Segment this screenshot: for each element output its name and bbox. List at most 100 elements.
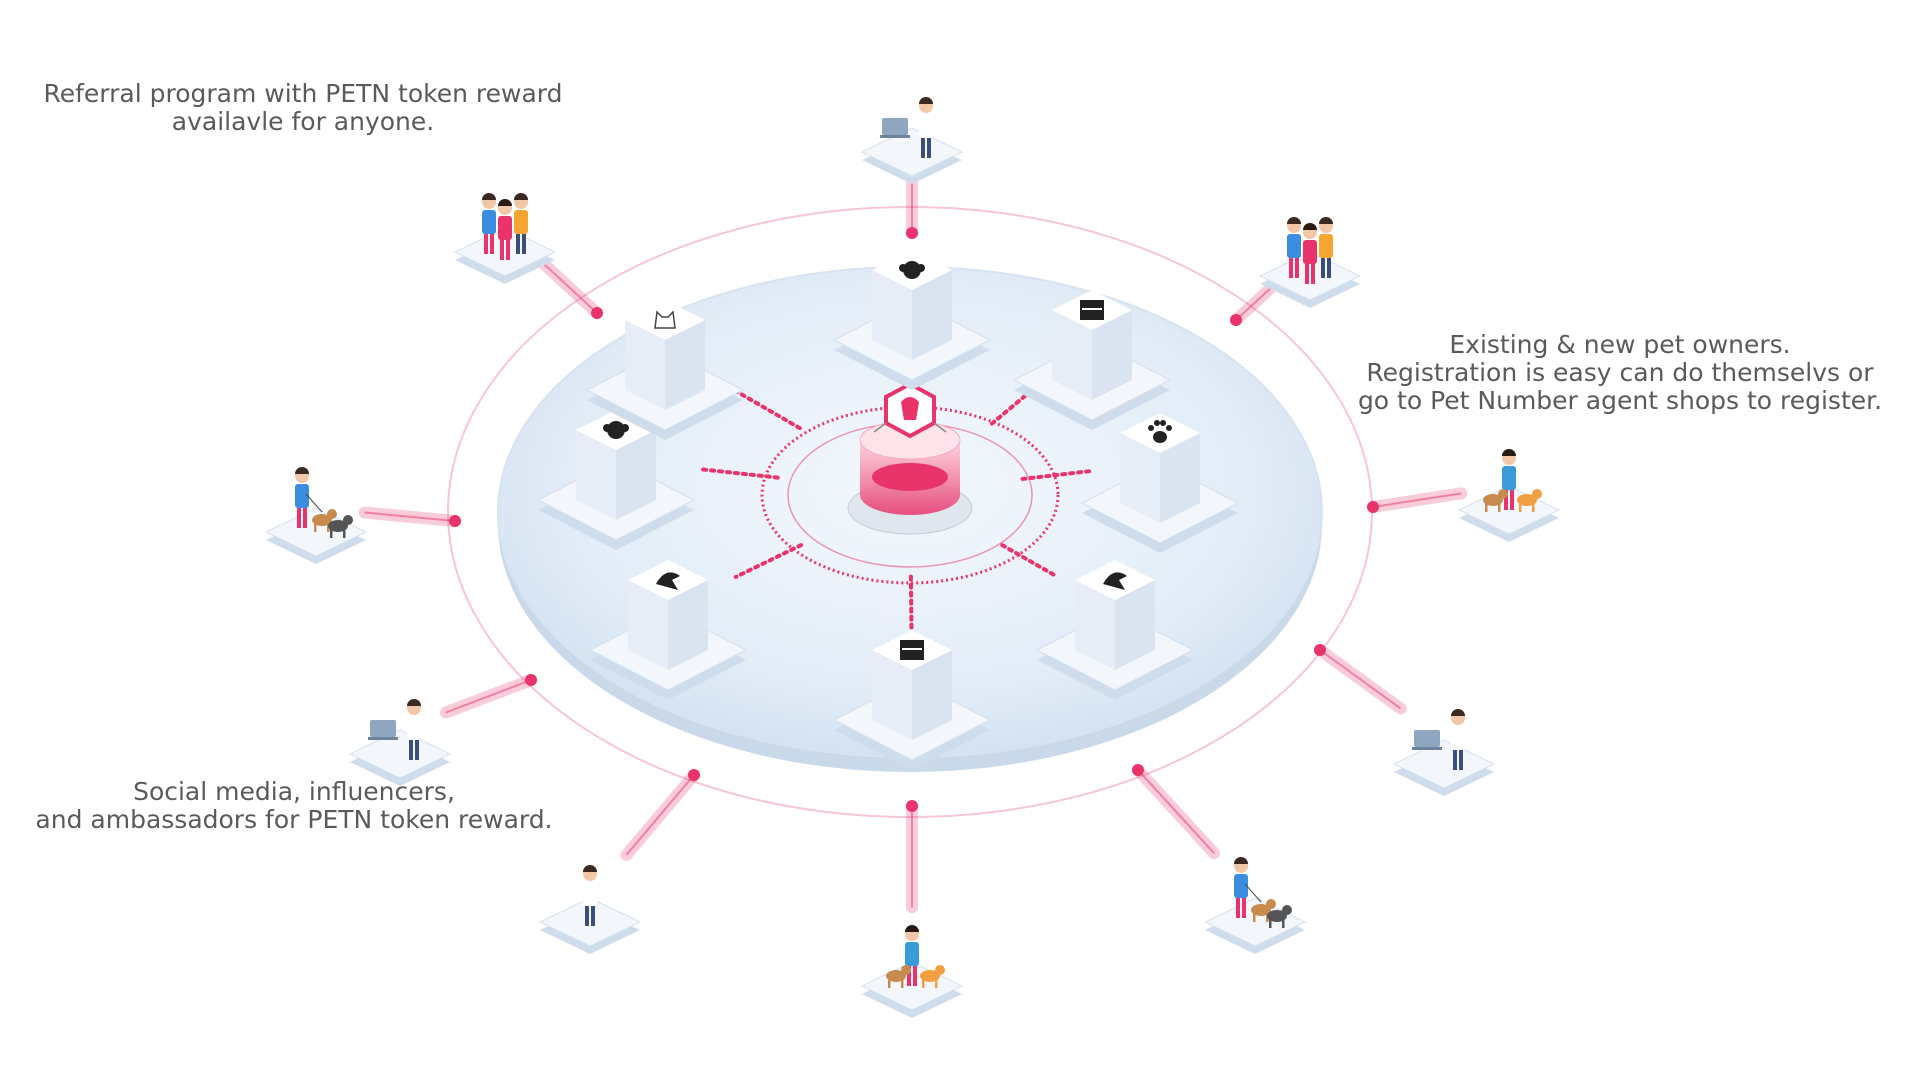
- cat-icon: [654, 310, 676, 329]
- fish-icon: [656, 572, 680, 590]
- spoke-line: [364, 511, 456, 522]
- person-hair: [1303, 223, 1317, 230]
- dog-leg: [343, 529, 346, 538]
- dog-leg: [314, 523, 317, 532]
- dog-leg: [922, 979, 925, 988]
- person-leg: [1459, 748, 1463, 770]
- inner-cube: [536, 410, 696, 550]
- spoke-line: [445, 679, 532, 714]
- person-leg: [1327, 256, 1331, 278]
- dog-head: [935, 965, 945, 975]
- person-torso: [905, 942, 919, 966]
- ring-node-dot: [1230, 314, 1242, 326]
- spoke-line: [1137, 769, 1215, 854]
- cube-icon: [900, 640, 924, 660]
- tile-plate: [1258, 251, 1362, 301]
- cube-right-face: [616, 430, 656, 520]
- woman-with-pets: [1483, 449, 1542, 512]
- ring-node-dot: [525, 674, 537, 686]
- dog-head: [1498, 489, 1508, 499]
- person-torso: [1319, 234, 1333, 258]
- cube-icon: [603, 421, 629, 439]
- cube-left-face: [628, 580, 668, 670]
- inner-connector: [1020, 469, 1092, 481]
- tile-plate: [453, 227, 557, 277]
- person-leg: [1242, 896, 1246, 918]
- ring-node-dot: [1367, 501, 1379, 513]
- spoke-line: [1372, 492, 1462, 508]
- person-with-laptop: [368, 699, 421, 760]
- cube-icon: [1103, 572, 1127, 590]
- ring-node-dot: [1132, 764, 1144, 776]
- tile-plate: [860, 127, 964, 177]
- cube-right-face: [1160, 433, 1200, 523]
- dog-head: [1532, 489, 1542, 499]
- family-group: [482, 193, 528, 260]
- caption-referral: Referral program with PETN token reward …: [18, 80, 588, 136]
- person-hair: [407, 699, 421, 706]
- inner-cube: [1080, 413, 1240, 553]
- person-torso: [407, 716, 421, 740]
- person-hair: [498, 199, 512, 206]
- person-leg: [409, 738, 413, 760]
- person-hair: [1287, 217, 1301, 224]
- cube-left-face: [1075, 580, 1115, 670]
- outer-tiles: [264, 97, 1561, 1018]
- cube-left-face: [872, 270, 912, 360]
- person-leg: [907, 964, 911, 986]
- caption-social-media: Social media, influencers, and ambassado…: [4, 778, 584, 834]
- caption-referral-line-2: availavle for anyone.: [171, 107, 435, 136]
- tile-plate: [1457, 485, 1561, 535]
- laptop-icon: [1414, 730, 1440, 747]
- person-leg: [913, 964, 917, 986]
- person-with-laptop: [880, 97, 933, 158]
- cube-icon: [656, 572, 680, 590]
- outer-tile: [264, 467, 368, 564]
- laptop-base: [880, 135, 910, 138]
- person-leg: [921, 136, 925, 158]
- cube-left-face: [872, 650, 912, 740]
- cube-left-face: [576, 430, 616, 520]
- dog-leg: [935, 979, 938, 988]
- person-leg: [927, 136, 931, 158]
- outer-tile: [860, 97, 964, 184]
- man-standing: [583, 865, 597, 926]
- spoke-line: [1319, 649, 1402, 710]
- person-leg: [506, 238, 510, 260]
- inner-cube: [585, 300, 745, 440]
- laptop-icon: [370, 720, 396, 737]
- inner-cube: [1035, 560, 1195, 700]
- family-group: [1287, 217, 1333, 284]
- outer-tile: [453, 193, 557, 284]
- outer-spokes: [358, 158, 1468, 914]
- dog-leg: [1485, 503, 1488, 512]
- person-leg: [297, 506, 301, 528]
- person-leg: [1504, 488, 1508, 510]
- person-leg: [1321, 256, 1325, 278]
- person-torso: [1303, 240, 1317, 264]
- logo-circuit-line: [933, 422, 947, 433]
- cube-right-face: [1115, 580, 1155, 670]
- tile-plate: [348, 729, 452, 779]
- person-hair: [295, 467, 309, 474]
- pet-number-logo-icon: [873, 381, 947, 439]
- person-hair: [919, 97, 933, 104]
- dog-leg: [1253, 913, 1256, 922]
- tile-plate: [860, 961, 964, 1011]
- person-hair: [583, 865, 597, 872]
- cube-icon: [1080, 300, 1104, 320]
- woman-with-pets: [886, 925, 945, 988]
- person-hair: [1451, 709, 1465, 716]
- dog-leg: [1269, 919, 1272, 928]
- dog-leg: [1532, 503, 1535, 512]
- outer-tile: [538, 865, 642, 954]
- cube-right-face: [665, 320, 705, 410]
- dog-leg: [1282, 919, 1285, 928]
- hub-core: [872, 463, 948, 491]
- person-leg: [500, 238, 504, 260]
- spoke-line: [625, 774, 695, 856]
- dog-leg: [327, 523, 330, 532]
- outer-tile: [1258, 217, 1362, 308]
- person-leg: [1311, 262, 1315, 284]
